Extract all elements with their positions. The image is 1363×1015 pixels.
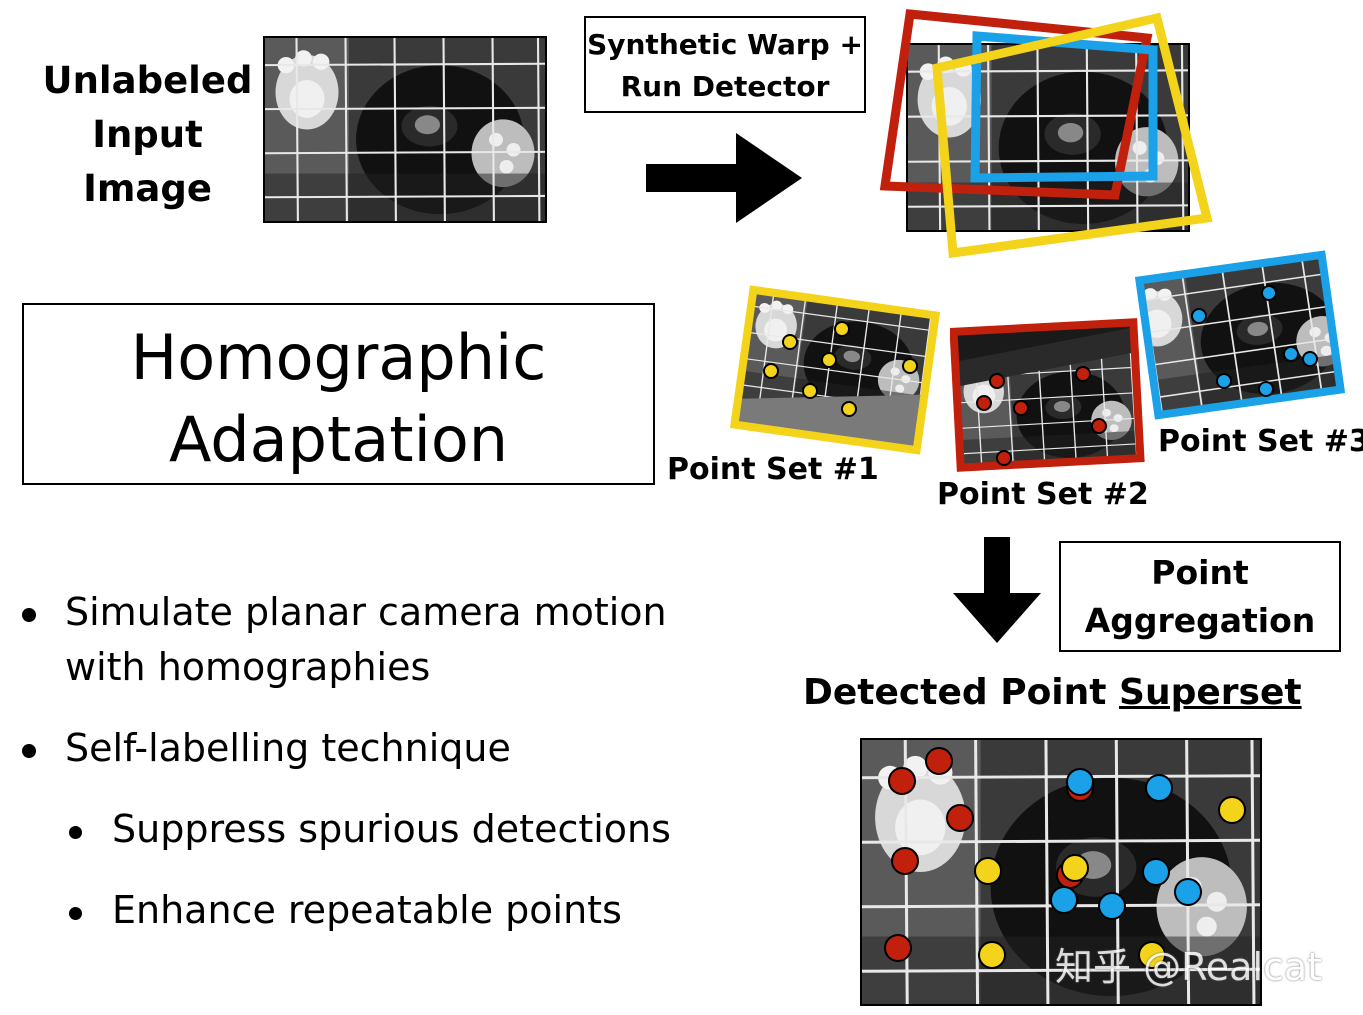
bullet-icon [69, 826, 82, 839]
bullet-icon [22, 744, 36, 758]
point-set-1-image [730, 285, 940, 455]
watermark: 知乎 @Realcat [1055, 945, 1323, 989]
superset-label: Detected Point Superset [803, 672, 1302, 713]
bullet-icon [69, 907, 82, 920]
point-set-2-label: Point Set #2 [937, 477, 1149, 512]
bullet-2-text: Self-labelling technique [65, 726, 511, 770]
bullet-icon [22, 608, 36, 622]
point-aggregation-box: Point Aggregation [1059, 541, 1341, 652]
input-image [263, 36, 547, 223]
point-set-1-label: Point Set #1 [667, 452, 879, 487]
homographic-adaptation-title: Homographic Adaptation [22, 303, 655, 485]
warped-images-overlay [879, 9, 1213, 259]
sub-bullet-2-text: Enhance repeatable points [112, 888, 622, 932]
arrow-down-icon [953, 537, 1041, 643]
point-set-2-image [950, 318, 1145, 472]
point-set-3-label: Point Set #3 [1158, 424, 1363, 459]
sub-bullet-1-text: Suppress spurious detections [112, 807, 671, 851]
synthetic-warp-box: Synthetic Warp + Run Detector [584, 16, 866, 113]
input-image-label: Unlabeled Input Image [42, 59, 253, 210]
point-set-3-image [1135, 250, 1345, 420]
arrow-right-icon [646, 133, 802, 223]
superset-image [860, 738, 1262, 1006]
bullet-1-text: Simulate planar camera motion with homog… [65, 590, 667, 689]
